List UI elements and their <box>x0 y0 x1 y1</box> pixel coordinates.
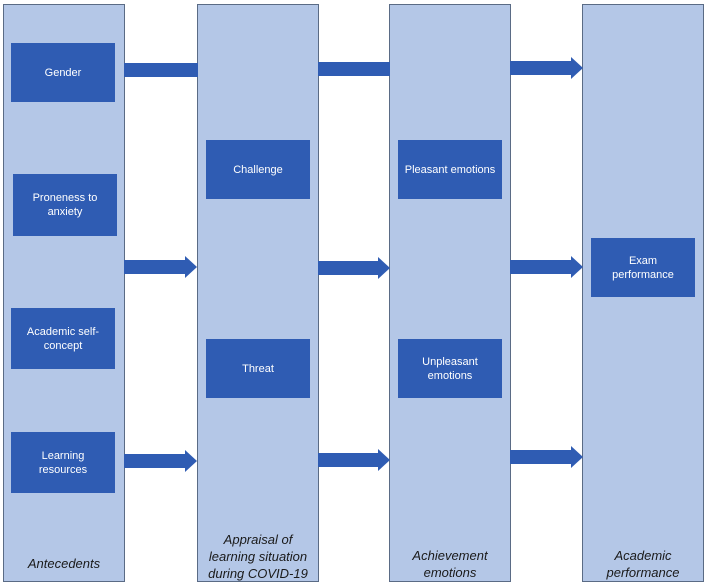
box-pleasant-emotions: Pleasant emotions <box>398 140 502 199</box>
column-label-antecedents: Antecedents <box>27 556 101 571</box>
arrow-gender-to-appraisal <box>124 59 198 81</box>
box-anxiety: Proneness to anxiety <box>13 174 117 236</box>
arrow-resources-to-appraisal <box>124 450 197 472</box>
box-learning-resources: Learning resources <box>11 432 115 493</box>
column-label-performance: Academic performance <box>606 548 680 580</box>
column-label-appraisal: Appraisal of learning situation during C… <box>208 532 308 581</box>
box-exam-performance: Exam performance <box>591 238 695 297</box>
column-emotions: Achievement emotions <box>389 4 511 582</box>
column-appraisal: Appraisal of learning situation during C… <box>197 4 319 582</box>
arrow-appraisal-to-emotions-top <box>318 58 390 80</box>
box-threat: Threat <box>206 339 310 398</box>
column-label-emotions: Achievement emotions <box>412 548 488 580</box>
arrow-appraisal-to-emotions-bottom <box>318 449 390 471</box>
arrow-anxiety-to-appraisal <box>124 256 197 278</box>
arrow-emotions-to-performance-middle <box>510 256 583 278</box>
arrow-emotions-to-performance-top <box>510 57 583 79</box>
box-gender: Gender <box>11 43 115 102</box>
arrow-appraisal-to-emotions-middle <box>318 257 390 279</box>
box-unpleasant-emotions: Unpleasant emotions <box>398 339 502 398</box>
box-challenge: Challenge <box>206 140 310 199</box>
box-self-concept: Academic self-concept <box>11 308 115 369</box>
arrow-emotions-to-performance-bottom <box>510 446 583 468</box>
